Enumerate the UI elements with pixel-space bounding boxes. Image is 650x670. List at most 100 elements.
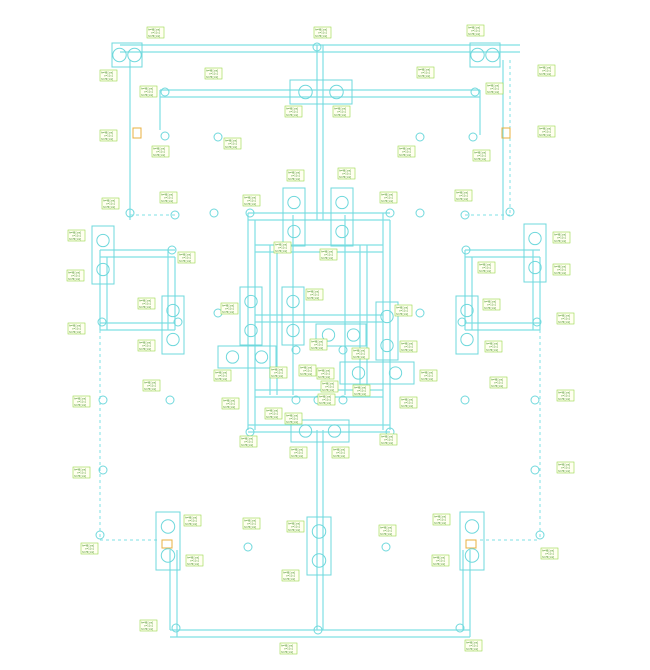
pile-tag-line-2: c=1[c] (424, 374, 433, 378)
single-pile-7 (213, 132, 223, 142)
pile-circle-4-0 (335, 195, 349, 210)
pile-tag-line-2: c=1[c] (542, 69, 551, 73)
pile-tag-line-3: h=70[cm] (466, 647, 479, 651)
pile-tag-24: h=48[cm]c=1[c]h=70[cm] (67, 229, 86, 242)
pile-tag-line-3: h=70[cm] (321, 256, 334, 260)
pile-tag-43: h=48[cm]c=1[c]h=70[cm] (213, 369, 232, 382)
pile-tag-box (137, 339, 156, 352)
pile-tag-line-2: c=1[c] (77, 471, 86, 475)
pile-tag-line-3: h=70[cm] (487, 90, 500, 94)
pile-tag-box (80, 542, 99, 555)
pile-tag-line-2: c=1[c] (190, 559, 199, 563)
pile-tag-line-1: h=48[cm] (539, 127, 552, 131)
pile-tag-line-3: h=70[cm] (486, 348, 499, 352)
pile-tag-line-2: c=1[c] (188, 519, 197, 523)
pile-tag-box (213, 369, 232, 382)
pile-circle-18-0 (311, 524, 327, 539)
pile-tag-box (399, 340, 418, 353)
pile-tag-line-3: h=70[cm] (101, 137, 114, 141)
pile-tag-line-3: h=70[cm] (222, 310, 235, 314)
pile-tag-line-1: h=48[cm] (101, 131, 114, 135)
pile-tag-line-1: h=48[cm] (266, 409, 279, 413)
pile-tag-line-3: h=70[cm] (354, 392, 367, 396)
pile-tag-line-1: h=48[cm] (433, 556, 446, 560)
pile-tag-line-3: h=70[cm] (401, 404, 414, 408)
pile-tag-37: h=48[cm]c=1[c]h=70[cm] (67, 322, 86, 335)
pile-tag-63: h=48[cm]c=1[c]h=70[cm] (379, 433, 398, 446)
single-pile-10 (415, 132, 425, 142)
pile-tag-line-3: h=70[cm] (241, 443, 254, 447)
pile-tag-line-1: h=48[cm] (241, 437, 254, 441)
pile-tag-line-1: h=48[cm] (307, 290, 320, 294)
pile-tag-line-3: h=70[cm] (244, 525, 257, 529)
pile-tag-line-1: h=48[cm] (69, 324, 82, 328)
single-pile-36 (455, 623, 465, 633)
pile-tag-line-2: c=1[c] (106, 202, 115, 206)
pile-tag-box (279, 642, 298, 655)
pile-tag-line-3: h=70[cm] (334, 113, 347, 117)
pile-tag-line-3: h=70[cm] (491, 384, 504, 388)
pile-tag-box (477, 261, 496, 274)
pile-tag-line-1: h=48[cm] (286, 414, 299, 418)
pile-tag-line-2: c=1[c] (142, 344, 151, 348)
pile-circle-7-1 (166, 332, 180, 347)
pile-tag-line-1: h=48[cm] (558, 314, 571, 318)
pile-tag-line-2: c=1[c] (225, 307, 234, 311)
pile-tag-box (242, 194, 261, 207)
pile-tag-line-1: h=48[cm] (223, 399, 236, 403)
pile-tag-box (332, 105, 351, 118)
pile-tag-line-2: c=1[c] (151, 31, 160, 35)
pile-circle-18-1 (311, 553, 327, 568)
pile-tag-line-3: h=70[cm] (103, 205, 116, 209)
pile-tag-line-1: h=48[cm] (539, 66, 552, 70)
pile-tag-line-2: c=1[c] (314, 343, 323, 347)
pile-cap-6 (523, 223, 547, 283)
pile-tag-line-3: h=70[cm] (474, 157, 487, 161)
single-pile-4 (170, 210, 180, 220)
pile-tag-0: h=48[cm]c=1[c]h=70[cm] (146, 26, 165, 39)
pile-tag-74: h=48[cm]c=1[c]h=70[cm] (431, 554, 450, 567)
pile-tag-line-2: c=1[c] (284, 647, 293, 651)
pile-tag-line-3: h=70[cm] (542, 555, 555, 559)
pile-tag-box (351, 347, 370, 360)
pile-tag-line-3: h=70[cm] (185, 522, 198, 526)
pile-tag-line-1: h=48[cm] (286, 107, 299, 111)
pile-tag-box (397, 145, 416, 158)
pile-circle-8-1 (460, 332, 474, 347)
pile-cap-8 (455, 295, 479, 355)
pile-tag-box (183, 514, 202, 527)
pile-tag-box (320, 380, 339, 393)
pile-tag-line-1: h=48[cm] (421, 371, 434, 375)
pile-circle-14-1 (388, 366, 403, 380)
pile-tag-line-1: h=48[cm] (468, 26, 481, 30)
pile-tag-line-2: c=1[c] (477, 154, 486, 158)
pile-tag-6: h=48[cm]c=1[c]h=70[cm] (537, 64, 556, 77)
pile-tag-18: h=48[cm]c=1[c]h=70[cm] (337, 167, 356, 180)
pile-tag-line-2: c=1[c] (561, 466, 570, 470)
pile-tag-box (242, 517, 261, 530)
single-pile-30 (338, 395, 348, 405)
pile-tag-line-3: h=70[cm] (479, 269, 492, 273)
single-pile-25 (98, 465, 108, 475)
pile-cap-11 (375, 301, 399, 361)
pile-tag-line-3: h=70[cm] (468, 32, 481, 36)
pile-tag-59: h=48[cm]c=1[c]h=70[cm] (352, 384, 371, 397)
pile-tag-line-1: h=48[cm] (69, 231, 82, 235)
single-pile-11 (209, 208, 219, 218)
pile-tag-20: h=48[cm]c=1[c]h=70[cm] (159, 191, 178, 204)
pile-tag-line-2: c=1[c] (325, 385, 334, 389)
pile-tag-line-3: h=70[cm] (223, 405, 236, 409)
pile-tag-box (416, 66, 435, 79)
pile-tag-line-2: c=1[c] (356, 352, 365, 356)
pile-tag-line-1: h=48[cm] (179, 253, 192, 257)
pile-tag-line-2: c=1[c] (557, 268, 566, 272)
pile-tag-line-2: c=1[c] (384, 438, 393, 442)
pile-tag-line-3: h=70[cm] (456, 197, 469, 201)
pile-tag-line-1: h=48[cm] (288, 522, 301, 526)
pile-tag-line-2: c=1[c] (459, 194, 468, 198)
pile-tag-line-3: h=70[cm] (275, 249, 288, 253)
single-pile-20 (532, 317, 542, 327)
pile-tag-line-2: c=1[c] (303, 369, 312, 373)
pile-tag-line-2: c=1[c] (291, 525, 300, 529)
pile-tag-line-3: h=70[cm] (153, 153, 166, 157)
